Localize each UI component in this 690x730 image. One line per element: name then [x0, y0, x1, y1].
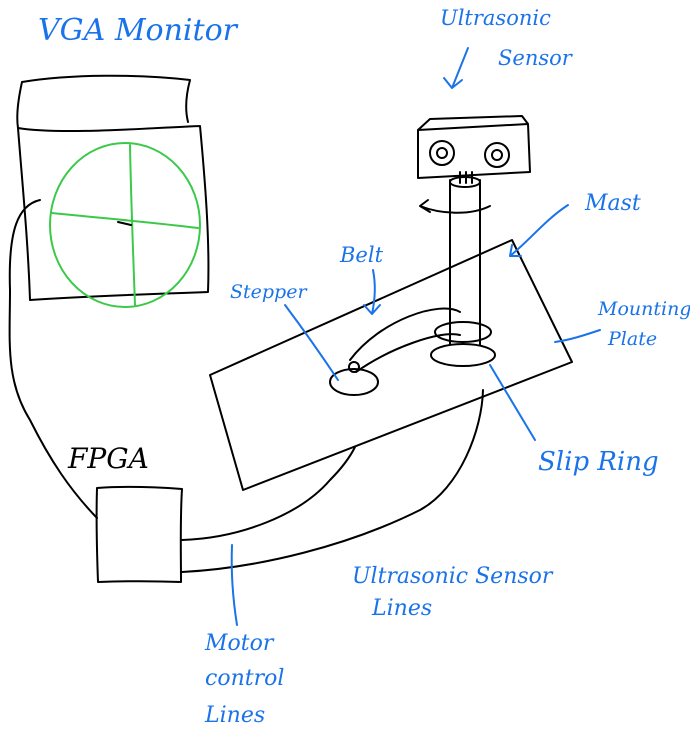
stepper-leader [284, 304, 339, 381]
mast-leader [509, 204, 569, 257]
slip-ring-label: Slip Ring [538, 447, 659, 477]
slip-ring [430, 321, 496, 367]
motor-lines-label-line1: Motor [204, 631, 275, 656]
motor-lines-label-line2: control [205, 666, 284, 691]
mast-label: Mast [584, 191, 641, 216]
sensor-lines-label-line1: Ultrasonic Sensor [352, 564, 554, 589]
fpga-label: FPGA [67, 442, 149, 475]
ultrasonic-sensor-label-line2: Sensor [498, 46, 574, 70]
rotation-arrow [419, 199, 491, 214]
mast [449, 171, 481, 346]
belt-label: Belt [339, 243, 384, 267]
fpga-board [95, 485, 183, 583]
mounting-plate-label-line2: Plate [607, 328, 657, 350]
vga-monitor [16, 74, 210, 301]
plate-leader [554, 329, 601, 343]
vga-cable [8, 199, 98, 519]
motor-control-cable [181, 446, 356, 541]
mounting-plate-label-line1: Mounting [597, 298, 690, 320]
ultrasonic-sensor-label-line1: Ultrasonic [440, 6, 551, 30]
mounting-plate [209, 239, 573, 491]
slip-ring-leader [489, 364, 536, 441]
belt [349, 307, 461, 373]
sensor-arrow [443, 47, 469, 89]
vga-monitor-label: VGA Monitor [38, 13, 239, 48]
ultrasonic-sensor [417, 115, 531, 179]
belt-leader [363, 269, 381, 315]
radar-display [49, 142, 201, 308]
stepper-label: Stepper [230, 281, 308, 303]
sensor-lines-label-line2: Lines [371, 596, 432, 621]
sensor-cable [181, 389, 484, 573]
motor-lines-label-line3: Lines [204, 703, 265, 728]
motor-lines-leader [230, 544, 238, 626]
stepper-motor [329, 361, 379, 396]
